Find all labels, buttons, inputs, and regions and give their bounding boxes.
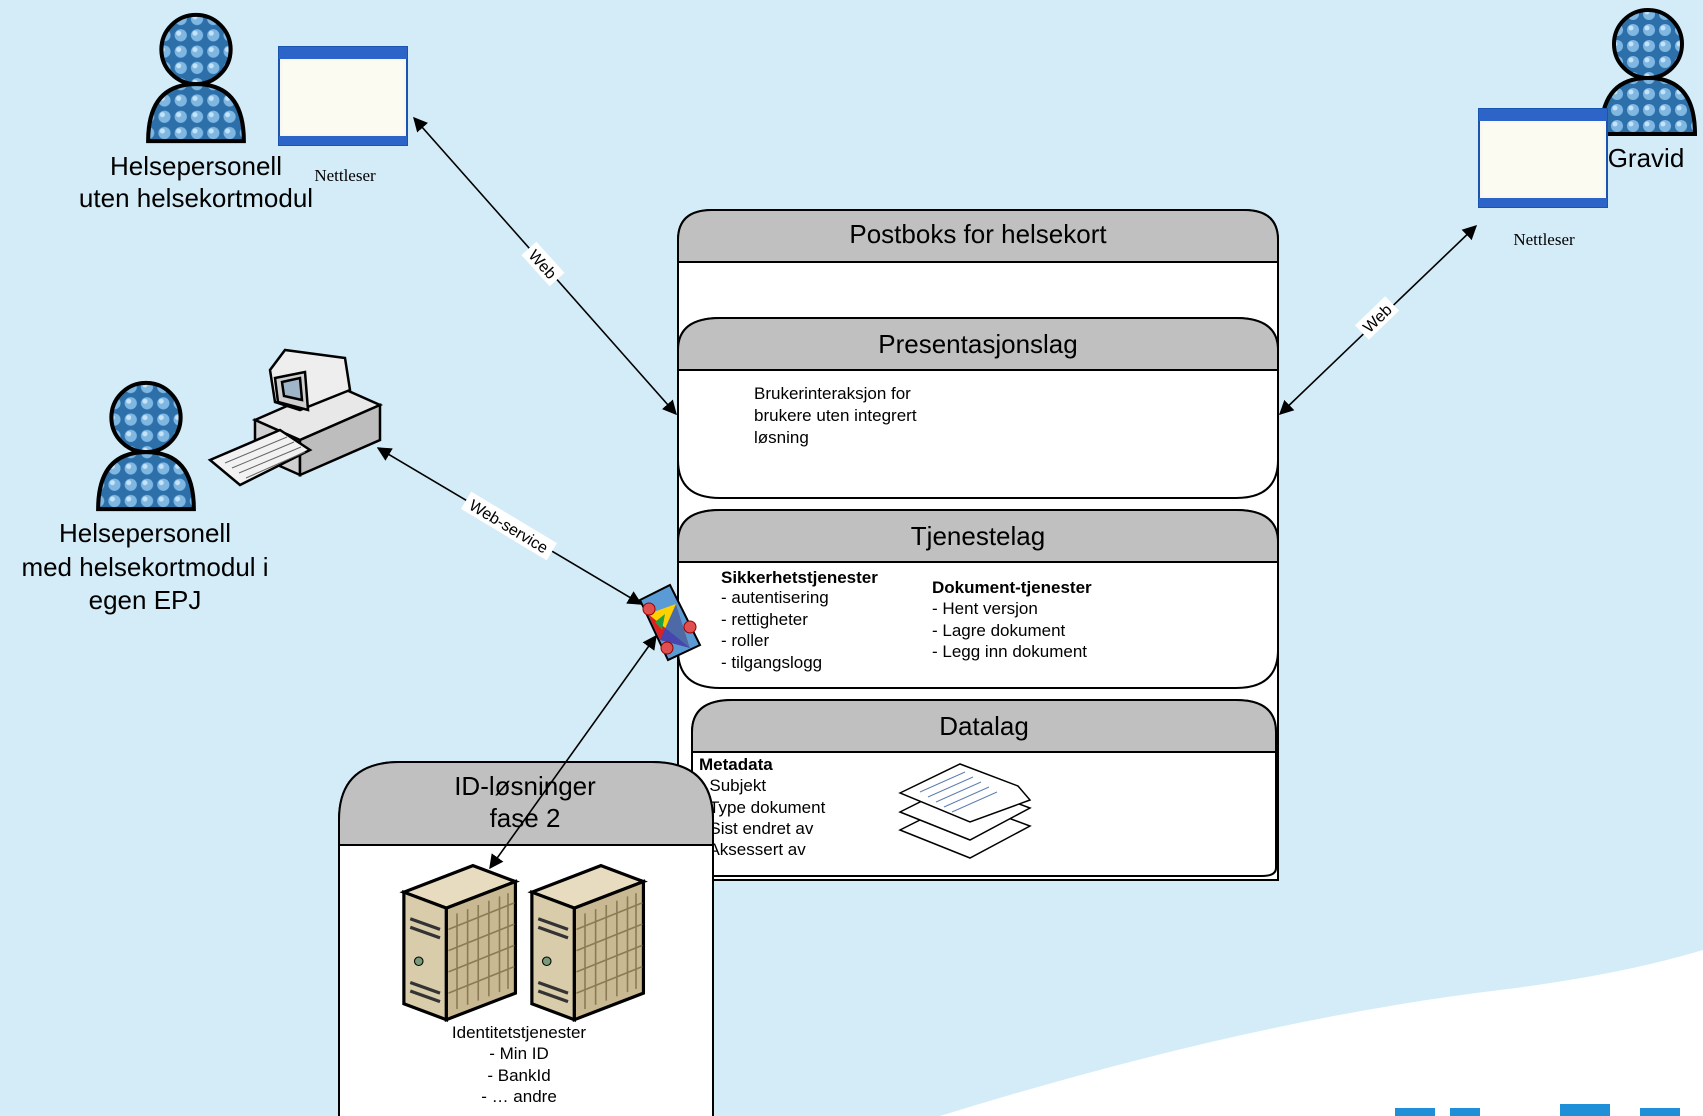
tjenestelag-title: Tjenestelag <box>911 521 1045 551</box>
sikkerhet-item: - autentisering <box>721 588 829 607</box>
identitet-item: - Min ID <box>489 1044 549 1063</box>
presentasjonslag-box: Presentasjonslag Brukerinteraksjon for b… <box>677 317 1279 499</box>
web-label-right: Web <box>1354 296 1400 340</box>
presentasjon-text-1: Brukerinteraksjon for <box>754 384 911 403</box>
person-icon <box>1601 10 1695 134</box>
sikkerhet-title: Sikkerhetstjenester <box>721 568 878 587</box>
hp-med-line3: egen EPJ <box>89 585 202 615</box>
svg-text:Web-service: Web-service <box>466 497 551 557</box>
nettleser-label-left: Nettleser <box>314 166 376 185</box>
sikkerhet-item: - rettigheter <box>721 610 808 629</box>
sikkerhet-item: - tilgangslogg <box>721 653 822 672</box>
presentasjon-text-2: brukere uten integrert <box>754 406 917 425</box>
dokument-item: - Hent versjon <box>932 599 1038 618</box>
sikkerhet-item: - roller <box>721 631 770 650</box>
metadata-title: Metadata <box>699 755 773 774</box>
metadata-item: - Type dokument <box>699 798 826 817</box>
gravid-label: Gravid <box>1608 143 1685 173</box>
browser-window-icon <box>1478 108 1608 208</box>
datalag-title: Datalag <box>939 711 1029 741</box>
server-icon <box>530 864 646 1022</box>
gateway-icon <box>638 583 702 662</box>
nettleser-label-right: Nettleser <box>1513 230 1575 249</box>
identitet-item: - … andre <box>481 1087 557 1106</box>
dokument-item: - Lagre dokument <box>932 621 1066 640</box>
actor-gravid: Gravid Nettleser <box>1478 10 1695 249</box>
person-icon <box>148 15 244 141</box>
server-icon <box>402 864 518 1022</box>
dokument-item: - Legg inn dokument <box>932 642 1087 661</box>
identitet-title: Identitetstjenester <box>452 1023 587 1042</box>
id-losninger-box: ID-løsninger fase 2 Identitetstjenester … <box>338 761 714 1116</box>
postboks-title: Postboks for helsekort <box>849 219 1107 249</box>
desktop-computer-icon <box>207 348 384 487</box>
browser-window-icon <box>278 46 408 146</box>
id-title-1: ID-løsninger <box>454 771 596 801</box>
dokument-title: Dokument-tjenester <box>932 578 1092 597</box>
id-connector <box>489 634 657 870</box>
metadata-item: - Subjekt <box>699 776 766 795</box>
hp-uten-line1: Helsepersonell <box>110 151 282 181</box>
documents-stack-icon <box>898 763 1032 859</box>
presentasjon-text-3: løsning <box>754 428 809 447</box>
hp-uten-line2: uten helsekortmodul <box>79 183 313 213</box>
identitet-item: - BankId <box>487 1066 550 1085</box>
hp-med-line1: Helsepersonell <box>59 518 231 548</box>
metadata-item: - Aksessert av <box>699 840 806 859</box>
actor-hp-uten: Helsepersonell uten helsekortmodul Nettl… <box>79 15 408 213</box>
background-wave <box>940 950 1703 1116</box>
presentasjonslag-title: Presentasjonslag <box>878 329 1077 359</box>
datalag-box: Datalag Metadata - Subjekt - Type dokume… <box>691 699 1277 877</box>
tjenestelag-box: Tjenestelag Sikkerhetstjenester - autent… <box>677 509 1279 689</box>
metadata-item: - Sist endret av <box>699 819 814 838</box>
hp-med-line2: med helsekortmodul i <box>21 552 268 582</box>
person-icon <box>98 383 194 509</box>
logo-fragment <box>1395 1104 1680 1116</box>
web-service-label: Web-service <box>460 491 558 561</box>
actor-hp-med: Helsepersonell med helsekortmodul i egen… <box>21 348 384 615</box>
